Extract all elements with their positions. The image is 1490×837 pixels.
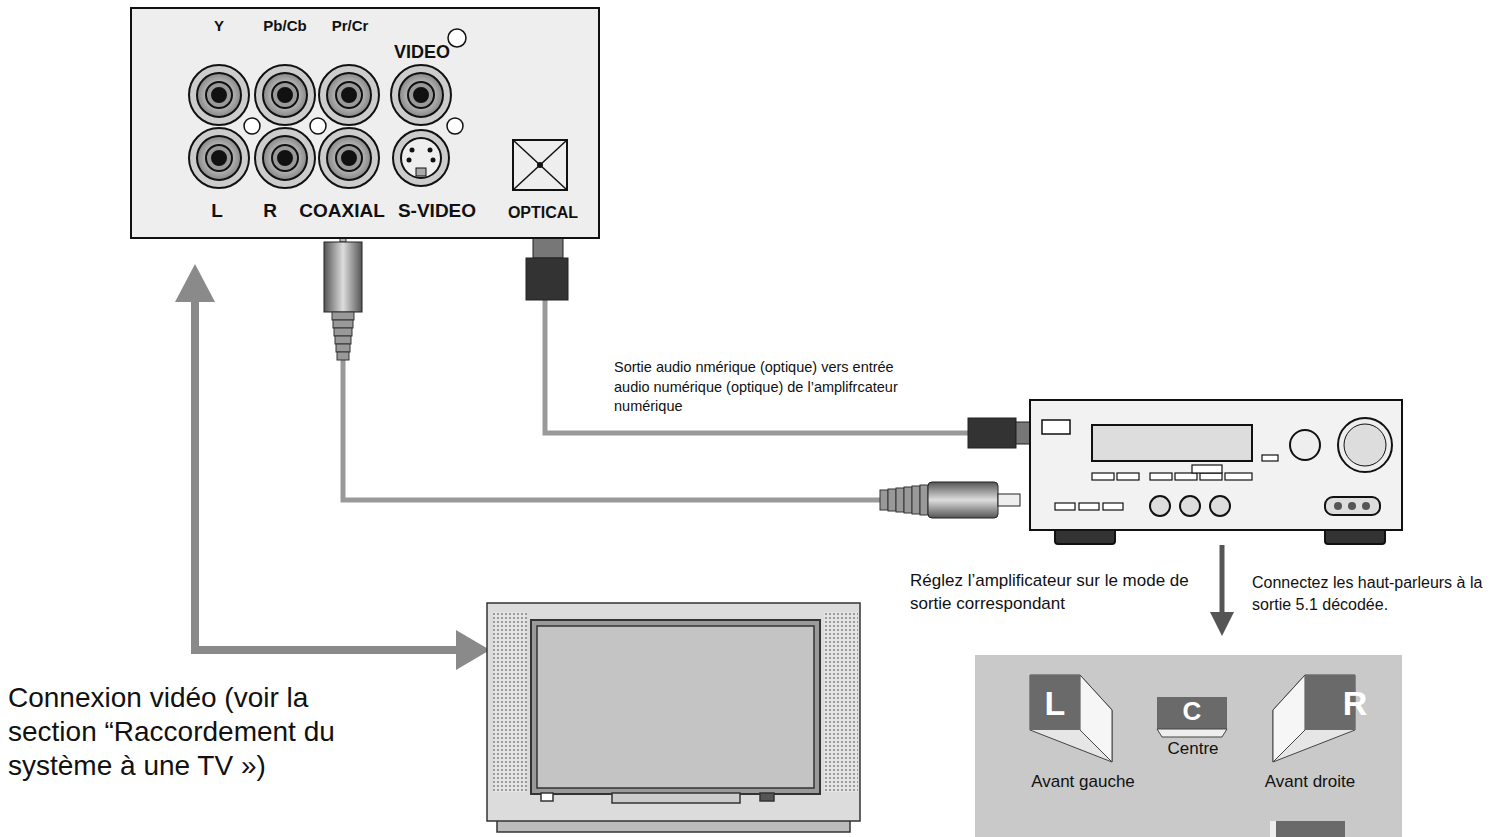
amplifier: [1030, 400, 1402, 544]
rca-jack: [319, 128, 379, 188]
jack-label: S-VIDEO: [398, 201, 476, 222]
jack-label: OPTICAL: [508, 204, 578, 222]
rca-jack: [255, 65, 315, 125]
rca-jack: [391, 65, 451, 125]
speaker-label: Avant gauche: [1031, 773, 1135, 792]
svideo-jack: [393, 130, 449, 186]
speaker-note: Connectez les haut-parleurs à la sortie …: [1252, 572, 1486, 617]
speaker-center: [1157, 697, 1227, 737]
rca-jack: [189, 128, 249, 188]
channel-letter: R: [1343, 685, 1368, 722]
jack-label: COAXIAL: [299, 201, 385, 222]
cable-note: Sortie audio nmérique (optique) vers ent…: [614, 358, 914, 417]
channel-letter: L: [1045, 685, 1066, 722]
speakers: [975, 655, 1402, 837]
speaker-label: Centre: [1167, 740, 1218, 759]
jack-label: Y: [214, 18, 224, 35]
video-note: Connexion vidéo (voir la section “Raccor…: [8, 681, 380, 783]
optical-port: [513, 140, 567, 190]
speaker-area: L C R CentreAvant gauche Avant droite: [975, 655, 1402, 837]
jack-label: Pr/Cr: [332, 18, 369, 35]
jack-label: Pb/Cb: [263, 18, 306, 35]
rear-panel-labels: Y Pb/Cb Pr/CrVIDEO L R COAXIAL S-VIDEO OPTICAL: [131, 8, 599, 238]
speaker-front-right: [1273, 675, 1355, 762]
speaker-label: Avant droite: [1265, 773, 1355, 792]
jack-label: L: [211, 201, 223, 222]
rca-jack: [189, 65, 249, 125]
optical-cable: [526, 236, 1032, 448]
television: [487, 603, 860, 832]
video-arrow: [175, 264, 490, 670]
rear-panel: [131, 8, 599, 238]
down-arrow: [1210, 545, 1234, 636]
coaxial-cable: [324, 222, 1020, 518]
rca-jack: [255, 128, 315, 188]
jack-label: R: [263, 201, 277, 222]
speaker-front-left: [1030, 675, 1112, 762]
jack-label: VIDEO: [394, 43, 450, 63]
rca-jack: [319, 65, 379, 125]
channel-letter: C: [1183, 697, 1202, 726]
amplifier-note: Réglez l’amplificateur sur le mode de so…: [910, 570, 1220, 616]
